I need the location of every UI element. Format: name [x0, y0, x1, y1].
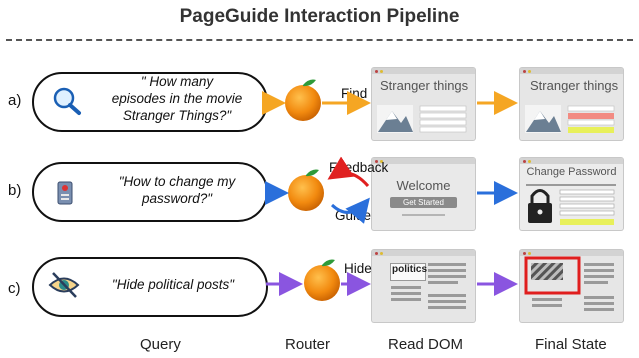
read-dom-thumb-b: Welcome Get Started	[372, 158, 475, 230]
arrow-guide	[330, 197, 370, 224]
thumb-title: politics	[392, 264, 428, 275]
read-dom-thumb-c: politics	[372, 250, 475, 322]
query-text-c: "Hide political posts"	[88, 276, 258, 293]
row-label-b: b)	[8, 182, 22, 199]
mountain-image	[377, 105, 413, 133]
user-badge-icon	[57, 181, 73, 205]
arrow-feedback	[327, 156, 370, 187]
query-line: "Hide political posts"	[111, 277, 235, 292]
query-bubble-a	[32, 72, 268, 132]
hidden-politics-block	[531, 263, 563, 280]
query-text-b: "How to change my password?"	[92, 173, 262, 207]
magnifier-icon	[53, 87, 81, 115]
query-line: episodes in the movie	[111, 91, 243, 106]
password-fields	[526, 184, 616, 225]
column-label-read-dom: Read DOM	[388, 336, 464, 353]
post-lines	[391, 263, 466, 309]
post-lines	[532, 263, 614, 311]
query-line: password?"	[141, 191, 213, 206]
query-line: Stranger Things?"	[122, 108, 232, 123]
mountain-image	[525, 105, 561, 133]
diagram-title: PageGuide Interaction Pipeline	[179, 6, 460, 27]
text-lines	[419, 105, 467, 133]
thumb-title: Change Password	[526, 166, 617, 178]
hidden-eye-icon	[48, 272, 80, 298]
column-label-router: Router	[285, 336, 331, 353]
lock-icon	[528, 189, 552, 223]
get-started-button: Get Started	[390, 197, 457, 208]
orange-icon	[288, 169, 324, 211]
thumb-title: Stranger things	[530, 78, 619, 93]
query-line: " How many	[140, 74, 214, 89]
orange-icon	[285, 79, 321, 121]
row-label-c: c)	[8, 280, 21, 297]
query-text-a: " How many episodes in the movie Strange…	[92, 73, 262, 124]
title-divider	[6, 39, 633, 41]
column-label-final-state: Final State	[535, 336, 607, 353]
thumb-title: Stranger things	[380, 78, 469, 93]
text-line	[402, 214, 445, 216]
query-line: "How to change my	[118, 174, 236, 189]
column-label-query: Query	[140, 336, 181, 353]
orange-icon	[304, 259, 340, 301]
highlight-box	[524, 256, 581, 295]
politics-card	[390, 263, 426, 281]
row-label-a: a)	[8, 92, 22, 109]
highlighted-text-lines	[567, 105, 615, 133]
thumb-title: Welcome	[396, 178, 451, 193]
